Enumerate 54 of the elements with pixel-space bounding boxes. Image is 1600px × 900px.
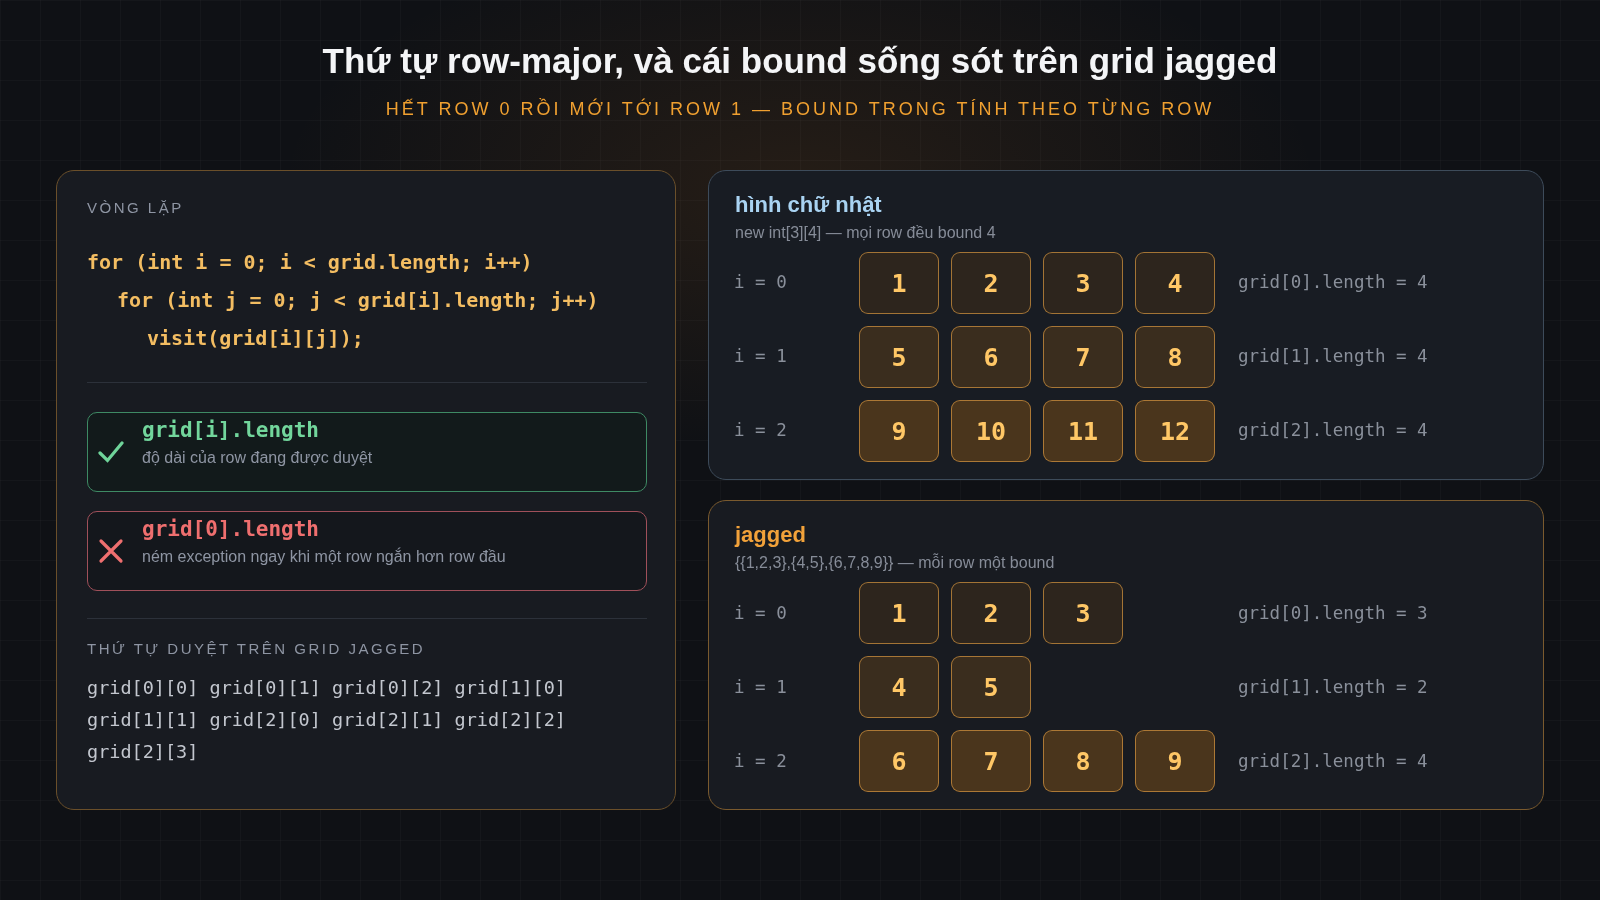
panel-subtitle: new int[3][4] — mọi row đều bound 4 xyxy=(735,223,996,242)
code-panel xyxy=(56,170,676,810)
panel-title: jagged xyxy=(735,522,806,548)
value-tile: 3 xyxy=(1043,252,1123,314)
value-tile: 9 xyxy=(1135,730,1215,792)
value-tile: 8 xyxy=(1135,326,1215,388)
section-heading: VÒNG LẶP xyxy=(87,199,184,217)
code-term: grid[0].length xyxy=(142,517,319,542)
row-index-label: i = 2 xyxy=(734,420,787,440)
value-tile: 7 xyxy=(951,730,1031,792)
value-tile: 1 xyxy=(859,582,939,644)
value-tile: 3 xyxy=(1043,582,1123,644)
value-tile: 6 xyxy=(951,326,1031,388)
value-tile: 5 xyxy=(951,656,1031,718)
row-length-label: grid[0].length = 4 xyxy=(1238,272,1428,292)
value-tile: 12 xyxy=(1135,400,1215,462)
value-tile: 2 xyxy=(951,252,1031,314)
row-length-label: grid[1].length = 4 xyxy=(1238,346,1428,366)
panel-title: hình chữ nhật xyxy=(735,192,882,218)
row-index-label: i = 0 xyxy=(734,603,787,623)
section-heading: THỨ TỰ DUYỆT TRÊN GRID JAGGED xyxy=(87,640,426,658)
row-index-label: i = 1 xyxy=(734,346,787,366)
row-length-label: grid[2].length = 4 xyxy=(1238,751,1428,771)
value-tile: 4 xyxy=(1135,252,1215,314)
subtitle: HẾT ROW 0 RỒI MỚI TỚI ROW 1 — BOUND TRONG TÍNH THEO TỪNG ROW xyxy=(385,98,1215,120)
row-index-label: i = 1 xyxy=(734,677,787,697)
description-text: ném exception ngay khi một row ngắn hơn row đầu xyxy=(142,547,506,566)
description-text: độ dài của row đang được duyệt xyxy=(142,448,373,467)
row-index-label: i = 0 xyxy=(734,272,787,292)
value-tile: 5 xyxy=(859,326,939,388)
grid-panel xyxy=(708,500,1544,810)
value-tile: 8 xyxy=(1043,730,1123,792)
callout-card xyxy=(87,511,647,591)
code-line: for (int j = 0; j < grid[i].length; j++) xyxy=(117,288,599,312)
value-tile: 4 xyxy=(859,656,939,718)
row-length-label: grid[1].length = 2 xyxy=(1238,677,1428,697)
code-line: visit(grid[i][j]); xyxy=(147,326,364,350)
row-index-label: i = 2 xyxy=(734,751,787,771)
callout-card xyxy=(87,412,647,492)
value-tile: 6 xyxy=(859,730,939,792)
code-term: grid[i].length xyxy=(142,418,319,443)
value-tile: 9 xyxy=(859,400,939,462)
row-length-label: grid[0].length = 3 xyxy=(1238,603,1428,623)
row-length-label: grid[2].length = 4 xyxy=(1238,420,1428,440)
value-tile: 10 xyxy=(951,400,1031,462)
page-title: Thứ tự row-major, và cái bound sống sót trên grid jagged xyxy=(322,40,1278,82)
value-tile: 11 xyxy=(1043,400,1123,462)
value-tile: 1 xyxy=(859,252,939,314)
value-tile: 2 xyxy=(951,582,1031,644)
value-tile: 7 xyxy=(1043,326,1123,388)
code-line: for (int i = 0; i < grid.length; i++) xyxy=(87,250,533,274)
traversal-order-text: grid[0][0] grid[0][1] grid[0][2] grid[1][0] grid[1][1] grid[2][0] grid[2][1] grid[2][2] grid[2][3] xyxy=(87,676,567,764)
grid-panel xyxy=(708,170,1544,480)
panel-subtitle: {{1,2,3},{4,5},{6,7,8,9}} — mỗi row một bound xyxy=(735,553,1055,572)
